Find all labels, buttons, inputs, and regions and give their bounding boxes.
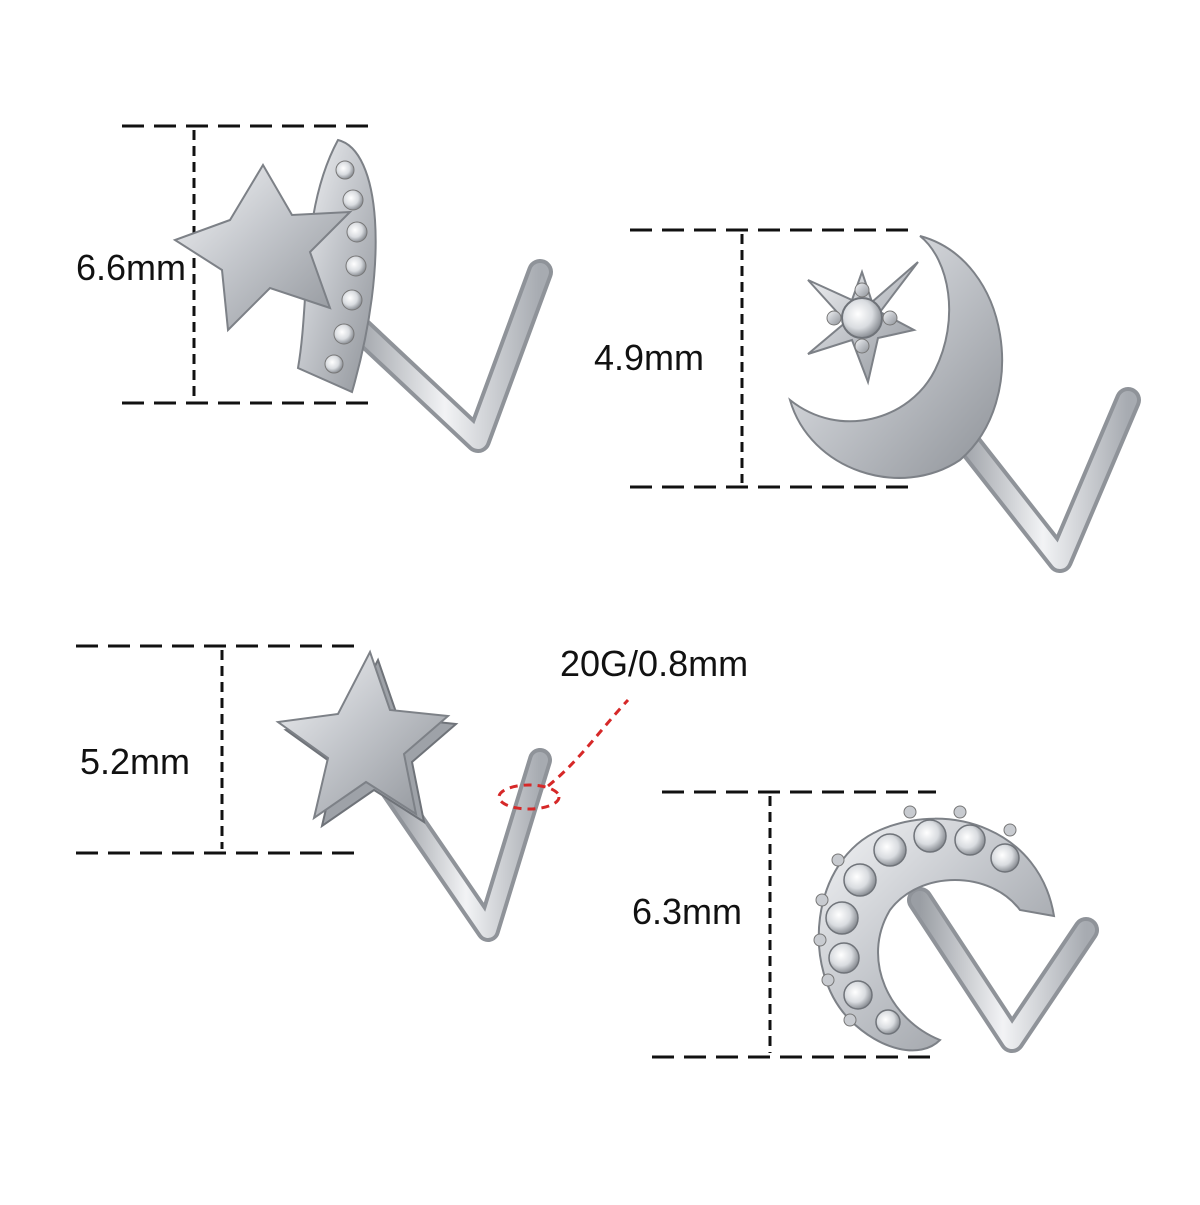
dimension-label-1: 6.6mm — [76, 247, 187, 288]
item-plain-star — [76, 644, 552, 942]
moon-beads — [813, 805, 1017, 1027]
tail-gems — [324, 160, 368, 374]
dimension-guide-2 — [630, 228, 916, 489]
gauge-marker — [497, 698, 630, 811]
pin-3 — [380, 748, 552, 942]
dimension-label-2: 4.9mm — [594, 337, 705, 378]
dimension-label-3: 5.2mm — [80, 741, 191, 782]
item-star-crystal — [122, 124, 553, 453]
item-crystal-moon — [652, 790, 1099, 1059]
gauge-label: 20G/0.8mm — [560, 643, 749, 684]
item-moon-star — [630, 228, 1141, 573]
pin-4 — [907, 887, 1099, 1053]
dimension-guide-4 — [652, 790, 936, 1059]
dimension-guide-1 — [122, 124, 378, 405]
moon-shape-1 — [788, 235, 1004, 479]
sparkle-star — [807, 261, 919, 386]
moon-shape-2 — [817, 817, 1056, 1052]
star-face-2 — [275, 649, 451, 821]
moon-gems — [825, 819, 1020, 1035]
pin-1 — [337, 259, 553, 453]
star-shape-1 — [172, 163, 353, 333]
pin-2 — [945, 387, 1141, 573]
dimension-label-4: 6.3mm — [632, 891, 743, 932]
dimension-guide-3 — [76, 644, 364, 855]
